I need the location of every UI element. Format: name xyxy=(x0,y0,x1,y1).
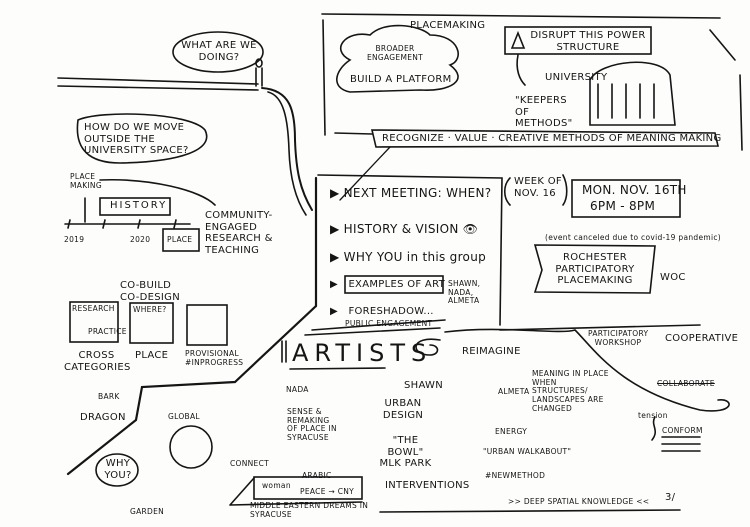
practice-label: PRACTICE xyxy=(88,327,127,336)
placemaking-timeline-label: PLACE MAKING xyxy=(70,172,102,190)
dragon-label: DRAGON xyxy=(80,412,126,423)
collaborate-label: COLLABORATE xyxy=(657,379,715,388)
agenda-text: EXAMPLES OF ART xyxy=(348,279,445,290)
agenda-item-history-vision: ▶ HISTORY & VISION 👁 xyxy=(330,222,479,236)
provisional-label: PROVISIONAL #INPROGRESS xyxy=(185,349,244,367)
nada-description: SENSE & REMAKING OF PLACE IN SYRACUSE xyxy=(287,407,337,442)
cross-categories-label: CROSS CATEGORIES xyxy=(64,350,131,373)
tension-label: tension xyxy=(638,411,668,420)
woman-label: woman xyxy=(262,481,291,490)
peace-cny-label: PEACE → CNY xyxy=(300,487,355,496)
cobuild-codesign-text: CO-BUILD CO-DESIGN xyxy=(120,280,180,303)
agenda-item-examples-art: ▶ EXAMPLES OF ART xyxy=(330,279,445,290)
deep-spatial-knowledge: >> DEEP SPATIAL KNOWLEDGE << xyxy=(508,497,650,506)
meeting-date: MON. NOV. 16TH xyxy=(582,183,687,197)
canceled-note: (event canceled due to covid-19 pandemic… xyxy=(545,233,722,242)
page-number: 3/ xyxy=(665,492,676,503)
agenda-text: NEXT MEETING: WHEN? xyxy=(343,186,492,200)
eye-icon: 👁 xyxy=(462,222,479,236)
agenda-item-foreshadow: ▶ FORESHADOW... xyxy=(330,306,434,317)
meaning-in-place-text: MEANING IN PLACE WHEN STRUCTURES/ LANDSC… xyxy=(532,369,609,413)
recognize-value-banner: RECOGNIZE · VALUE · CREATIVE METHODS OF … xyxy=(382,133,722,144)
artists-title: ARTISTS xyxy=(292,339,433,367)
history-label: HISTORY xyxy=(110,200,168,211)
agenda-text: HISTORY & VISION xyxy=(343,222,459,236)
connect-label: CONNECT xyxy=(230,459,270,468)
rochester-placemaking-banner: ROCHESTER PARTICIPATORY PLACEMAKING xyxy=(555,252,635,286)
conform-label: CONFORM xyxy=(662,426,703,435)
cooperative-label: COOPERATIVE xyxy=(665,333,739,344)
bark-label: BARK xyxy=(98,392,120,401)
keepers-of-methods-text: "KEEPERS OF METHODS" xyxy=(515,95,573,129)
year-2019: 2019 xyxy=(64,235,85,244)
public-engagement-label: PUBLIC ENGAGEMENT xyxy=(345,319,433,328)
agenda-text: FORESHADOW... xyxy=(348,306,434,317)
shawn-urban-design: URBAN DESIGN xyxy=(382,398,424,421)
disrupt-power-structure-text: DISRUPT THIS POWER STRUCTURE xyxy=(530,30,646,53)
build-platform-text: BUILD A PLATFORM xyxy=(350,74,452,85)
arabic-label: ARABIC xyxy=(302,471,332,480)
broader-engagement-text: BROADER ENGAGEMENT xyxy=(366,44,424,62)
agenda-text: WHY YOU in this group xyxy=(343,250,487,264)
place-label: PLACE xyxy=(135,350,169,361)
place-small-label: PLACE xyxy=(167,235,193,244)
university-label: UNIVERSITY xyxy=(545,72,608,83)
agenda-item-why-you: ▶ WHY YOU in this group xyxy=(330,250,487,264)
almeta-label: ALMETA xyxy=(498,387,530,396)
urban-walkabout-label: "URBAN WALKABOUT" xyxy=(483,447,572,456)
year-2020: 2020 xyxy=(130,235,151,244)
middle-eastern-dreams-label: MIDDLE EASTERN DREAMS IN SYRACUSE xyxy=(250,501,369,519)
participatory-workshop-label: PARTICIPATORY WORKSHOP xyxy=(588,329,649,347)
shawn-label: SHAWN xyxy=(404,380,444,391)
research-label: RESEARCH xyxy=(72,304,115,313)
week-of-label: WEEK OF NOV. 16 xyxy=(514,176,562,199)
global-label: GLOBAL xyxy=(168,412,200,421)
newmethod-hashtag: #NEWMETHOD xyxy=(485,471,546,480)
what-are-we-doing-bubble: WHAT ARE WE DOING? xyxy=(181,40,257,63)
person-figure-icon xyxy=(255,58,263,87)
meeting-time: 6PM - 8PM xyxy=(590,199,656,213)
agenda-item-next-meeting: ▶ NEXT MEETING: WHEN? xyxy=(330,186,492,200)
community-engaged-text: COMMUNITY-ENGAGED RESEARCH & TEACHING xyxy=(205,210,273,256)
shawn-the-bowl: "THE BOWL" MLK PARK xyxy=(379,435,432,469)
woc-label: WOC xyxy=(660,272,686,283)
artist-names: SHAWN, NADA, ALMETA xyxy=(448,279,481,306)
why-you-bubble: WHY YOU? xyxy=(104,458,132,481)
reimagine-label: REIMAGINE xyxy=(462,346,521,357)
how-move-outside-bubble: HOW DO WE MOVE OUTSIDE THE UNIVERSITY SP… xyxy=(84,122,189,156)
placemaking-title: PLACEMAKING xyxy=(410,20,486,31)
garden-label: GARDEN xyxy=(130,507,165,516)
nada-label: NADA xyxy=(286,385,309,394)
where-label: WHERE? xyxy=(133,305,167,314)
energy-label: ENERGY xyxy=(495,427,528,436)
shawn-interventions: INTERVENTIONS xyxy=(385,480,470,491)
